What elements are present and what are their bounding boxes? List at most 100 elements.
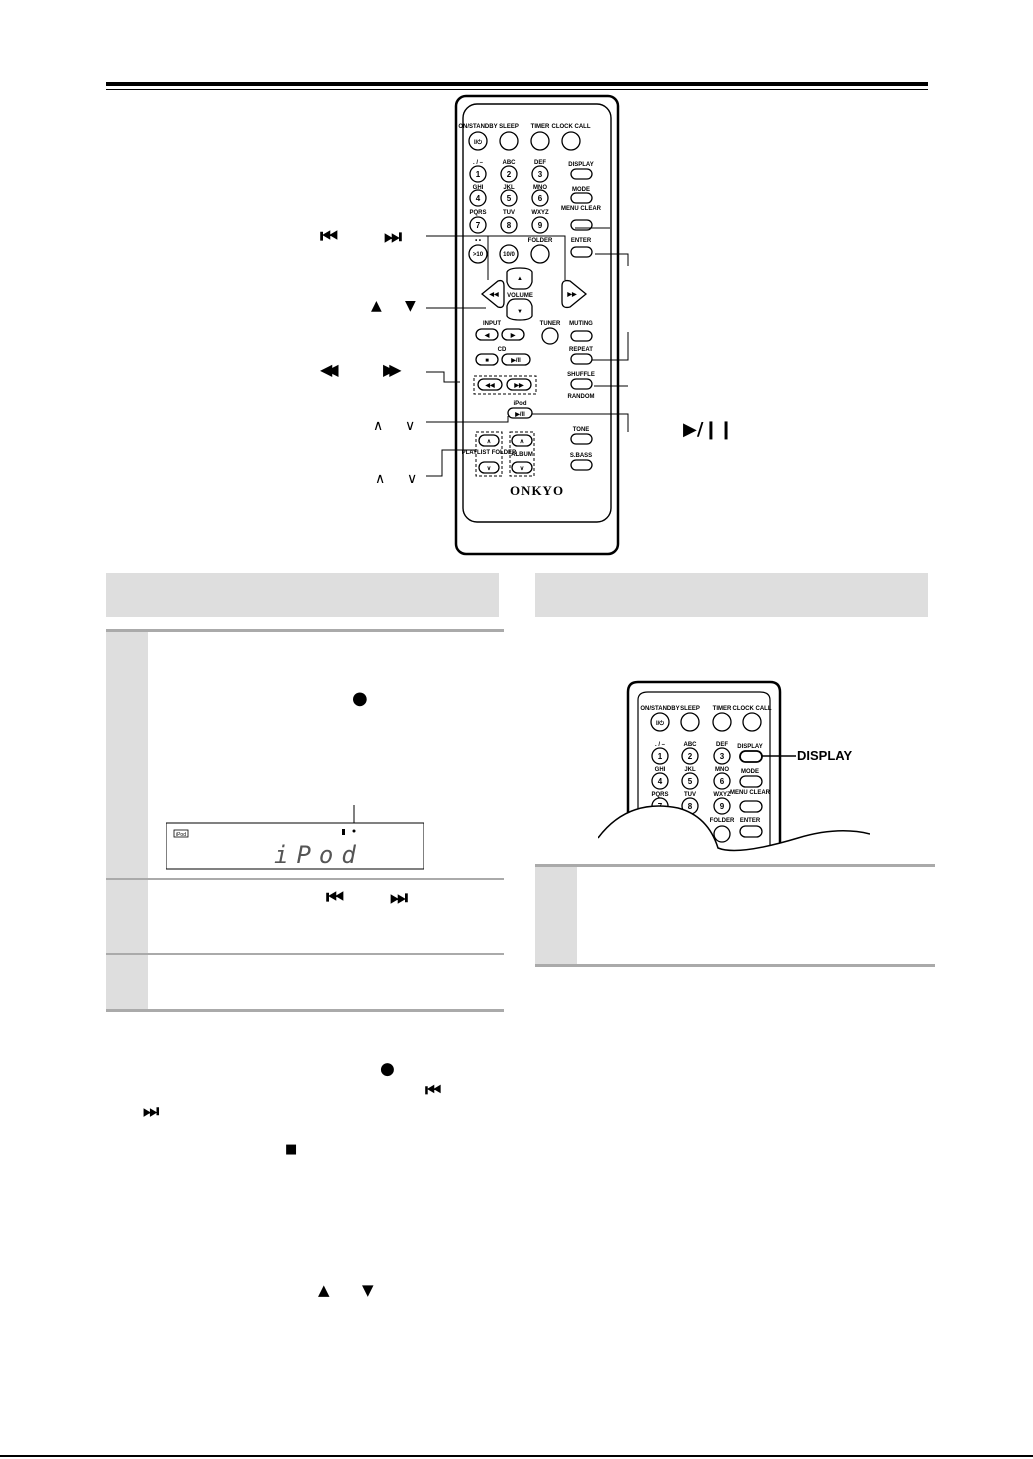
svg-text:CLOCK CALL: CLOCK CALL xyxy=(552,124,591,130)
svg-text:DEF: DEF xyxy=(534,160,546,166)
svg-text:MENU CLEAR: MENU CLEAR xyxy=(730,790,771,796)
svg-text:TIMER: TIMER xyxy=(531,124,550,130)
album-up-icon: ∧ xyxy=(373,417,384,433)
svg-text:>10: >10 xyxy=(473,252,484,258)
volume-down-icon: ▼ xyxy=(405,298,416,314)
left-steps: 1 ● iPod iPod 2 ⏮ ⏭ 3 xyxy=(106,629,504,1012)
left-section-header xyxy=(106,573,499,617)
svg-text:ON/STANDBY: ON/STANDBY xyxy=(640,706,679,712)
callout-leader-lines xyxy=(426,227,629,477)
svg-text:PLAYLIST FOLDER: PLAYLIST FOLDER xyxy=(462,450,517,456)
display-remote-illustration: ON/STANDBY SLEEP TIMER CLOCK CALL I/⏻ . … xyxy=(598,680,870,860)
svg-text:INPUT: INPUT xyxy=(483,321,501,327)
power-button xyxy=(468,131,488,151)
volume-skip-cluster: ▲ VOLUME ▼ ◀◀ ▶▶ xyxy=(480,267,588,321)
svg-text:TUNER: TUNER xyxy=(540,321,561,327)
svg-text:ABC: ABC xyxy=(684,742,698,748)
skip-prev-icon: ⏮ xyxy=(320,224,338,248)
svg-text:4: 4 xyxy=(658,777,663,786)
svg-text:I/⏻: I/⏻ xyxy=(656,720,664,727)
right-step-number-col xyxy=(535,867,577,964)
step2-skip-next-icon: ⏭ xyxy=(390,885,408,909)
skip-next-icon: ⏭ xyxy=(384,224,402,248)
svg-text:TIMER: TIMER xyxy=(713,706,732,712)
svg-text:SLEEP: SLEEP xyxy=(499,124,519,130)
svg-text:SLEEP: SLEEP xyxy=(680,706,700,712)
header-rule-thin xyxy=(106,89,928,90)
svg-text:▶/II: ▶/II xyxy=(510,357,521,364)
svg-text:ON/STANDBY: ON/STANDBY xyxy=(458,124,497,130)
notes-record-dot-icon: ● xyxy=(380,1059,395,1079)
svg-text:▲: ▲ xyxy=(517,276,523,282)
svg-text:WXYZ: WXYZ xyxy=(531,210,549,216)
svg-text:5: 5 xyxy=(507,194,512,203)
svg-text:7: 7 xyxy=(476,221,481,230)
svg-text:▶▶: ▶▶ xyxy=(513,382,524,389)
notes-up-icon: ▲ xyxy=(318,1281,330,1299)
svg-text:TUV: TUV xyxy=(503,210,515,216)
step-number-col-1 xyxy=(106,632,148,878)
svg-text:MODE: MODE xyxy=(572,187,590,193)
svg-text:MNO: MNO xyxy=(715,767,729,773)
display-callout-label: DISPLAY xyxy=(797,748,853,763)
svg-text:• •: • • xyxy=(475,238,481,244)
svg-text:VOLUME: VOLUME xyxy=(507,293,533,299)
svg-text:MODE: MODE xyxy=(741,769,759,775)
svg-text:4: 4 xyxy=(476,194,481,203)
svg-text:FOLDER: FOLDER xyxy=(528,238,553,244)
svg-text:9: 9 xyxy=(720,802,725,811)
rewind-icon: ◀◀ xyxy=(320,360,338,379)
svg-text:3: 3 xyxy=(538,170,543,179)
svg-text:JKL: JKL xyxy=(503,185,515,191)
svg-text:PQRS: PQRS xyxy=(469,210,486,216)
svg-text:▶/II: ▶/II xyxy=(514,411,525,418)
stop-icon: ■ xyxy=(285,1142,298,1157)
svg-text:TONE: TONE xyxy=(573,427,590,433)
svg-text:DISPLAY: DISPLAY xyxy=(737,744,762,750)
svg-text:. / –: . / – xyxy=(473,160,484,166)
remote-control-illustration: ON/STANDBY SLEEP TIMER CLOCK CALL I/⏻ . … xyxy=(454,94,620,556)
fast-forward-icon: ▶▶ xyxy=(383,360,401,379)
svg-text:∨: ∨ xyxy=(487,466,491,472)
footer-rule xyxy=(0,1455,1033,1457)
svg-text:ONKYO: ONKYO xyxy=(510,483,564,498)
record-dot-icon: ● xyxy=(352,688,368,709)
clock-call-button xyxy=(561,131,581,151)
svg-text:FOLDER: FOLDER xyxy=(710,818,735,824)
svg-text:iPod: iPod xyxy=(176,832,186,838)
svg-text:1: 1 xyxy=(658,752,663,761)
ipod-lcd-display: iPod iPod xyxy=(166,805,424,870)
notes-down-icon: ▼ xyxy=(362,1281,374,1299)
svg-text:PQRS: PQRS xyxy=(651,792,668,798)
svg-text:6: 6 xyxy=(538,194,543,203)
svg-text:8: 8 xyxy=(688,802,693,811)
right-steps: 1 xyxy=(535,864,935,967)
svg-text:9: 9 xyxy=(538,221,543,230)
album-down-icon: ∨ xyxy=(405,417,416,433)
svg-text:ABC: ABC xyxy=(503,160,517,166)
svg-text:ENTER: ENTER xyxy=(571,238,592,244)
svg-text:SHUFFLE: SHUFFLE xyxy=(567,372,595,378)
playlist-down-icon: ∨ xyxy=(407,470,418,486)
notes-skip-prev-icon: ⏮ xyxy=(425,1080,442,1101)
svg-text:JKL: JKL xyxy=(684,767,696,773)
svg-text:GHI: GHI xyxy=(655,767,666,773)
svg-text:MUTING: MUTING xyxy=(569,321,593,327)
svg-text:∧: ∧ xyxy=(487,439,491,445)
svg-text:ENTER: ENTER xyxy=(740,818,761,824)
svg-text:MENU CLEAR: MENU CLEAR xyxy=(561,206,602,212)
header-rule-thick xyxy=(106,82,928,86)
svg-text:8: 8 xyxy=(507,221,512,230)
svg-text:iPod: iPod xyxy=(514,401,527,407)
svg-text:iPod: iPod xyxy=(274,841,364,869)
svg-text:I/⏻: I/⏻ xyxy=(474,139,482,146)
right-section-header xyxy=(535,573,928,617)
svg-text:DEF: DEF xyxy=(716,742,728,748)
svg-text:◀◀: ◀◀ xyxy=(484,382,495,389)
svg-text:REPEAT: REPEAT xyxy=(569,347,593,353)
svg-text:DISPLAY: DISPLAY xyxy=(568,162,593,168)
svg-text:5: 5 xyxy=(688,777,693,786)
svg-text:MNO: MNO xyxy=(533,185,547,191)
svg-text:3: 3 xyxy=(720,752,725,761)
svg-text:2: 2 xyxy=(688,752,693,761)
